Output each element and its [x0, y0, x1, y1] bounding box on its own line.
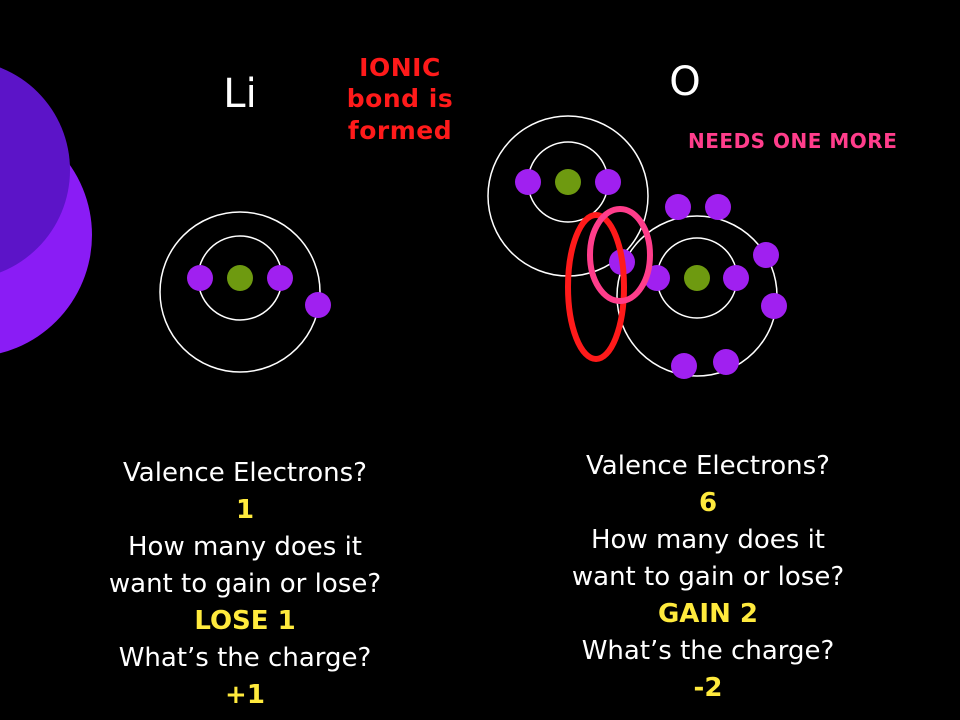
li-a-gain-lose: LOSE 1	[194, 606, 296, 636]
o-nucleus	[684, 265, 710, 291]
upper-electron	[595, 169, 621, 195]
o-q-charge: What’s the charge?	[581, 636, 835, 666]
o-outer-shell	[616, 215, 778, 377]
o-valence-electron	[761, 293, 787, 319]
o-q-gain-lose-2: want to gain or lose?	[571, 562, 845, 592]
needs-one-more-label: NEEDS ONE MORE	[688, 129, 898, 153]
o-a-gain-lose: GAIN 2	[657, 599, 759, 629]
li-q-valence: Valence Electrons?	[123, 458, 367, 488]
li-a-valence: 1	[235, 495, 255, 525]
o-valence-electron	[705, 194, 731, 220]
o-a-valence: 6	[698, 488, 718, 518]
li-q-charge: What’s the charge?	[118, 643, 372, 673]
ionic-bond-label: IONIC bond is formed	[320, 52, 480, 146]
upper-electron	[515, 169, 541, 195]
li-electron	[187, 265, 213, 291]
o-valence-electron	[671, 353, 697, 379]
o-valence-electron	[753, 242, 779, 268]
o-q-gain-lose-1: How many does it	[590, 525, 825, 555]
o-electron	[723, 265, 749, 291]
ionic-line-2: bond is	[346, 84, 454, 114]
o-valence-electron	[713, 349, 739, 375]
ionic-line-3: formed	[347, 115, 453, 145]
needs-highlight-ellipse	[587, 206, 653, 304]
li-valence-electron	[305, 292, 331, 318]
lithium-atom	[159, 211, 331, 373]
bond-highlight-ellipse	[565, 212, 627, 362]
li-q-gain-lose-1: How many does it	[127, 532, 362, 562]
li-a-charge: +1	[225, 680, 265, 710]
o-q-valence: Valence Electrons?	[586, 451, 830, 481]
decor-circle-inner	[0, 67, 70, 273]
o-a-charge: -2	[693, 673, 723, 703]
ionic-line-1: IONIC	[359, 53, 441, 82]
o-valence-electron	[665, 194, 691, 220]
li-q-gain-lose-2: want to gain or lose?	[108, 569, 382, 599]
li-nucleus	[227, 265, 253, 291]
oxygen-questions: Valence Electrons? 6 How many does it wa…	[518, 448, 898, 707]
upper-nucleus	[555, 169, 581, 195]
lithium-questions: Valence Electrons? 1 How many does it wa…	[55, 455, 435, 714]
li-electron	[267, 265, 293, 291]
oxygen-symbol: O	[669, 59, 701, 105]
oxygen-atom	[609, 194, 787, 379]
li-outer-shell	[159, 211, 321, 373]
lithium-symbol: Li	[223, 71, 257, 117]
